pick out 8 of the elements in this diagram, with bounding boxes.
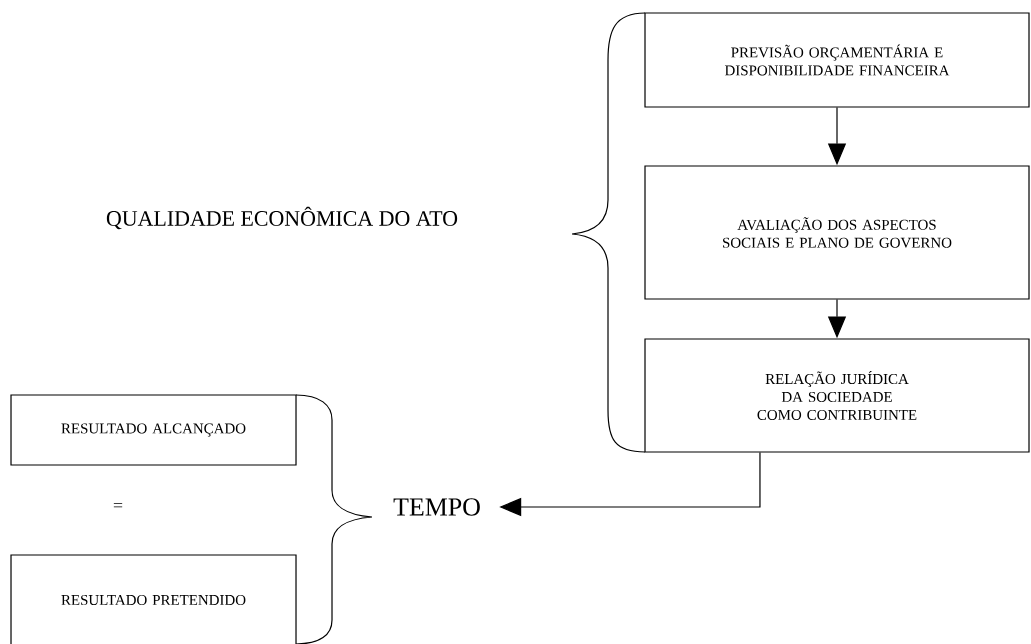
process-box: AVALIAÇÃO DOS ASPECTOS SOCIAIS E PLANO DE GOVERNO	[644, 165, 1030, 300]
text-label: TEMPO	[393, 498, 480, 516]
text-label: =	[113, 502, 123, 508]
process-box: PREVISÃO ORÇAMENTÁRIA E DISPONIBILIDADE FINANCEIRA	[644, 12, 1030, 108]
process-box: RELAÇÃO JURÍDICA DA SOCIEDADE COMO CONTRIBUINTE	[644, 338, 1030, 453]
process-box: RESULTADO ALCANÇADO	[10, 394, 297, 466]
process-box: RESULTADO PRETENDIDO	[10, 554, 297, 644]
text-label: QUALIDADE ECONÔMICA DO ATO	[106, 206, 458, 230]
